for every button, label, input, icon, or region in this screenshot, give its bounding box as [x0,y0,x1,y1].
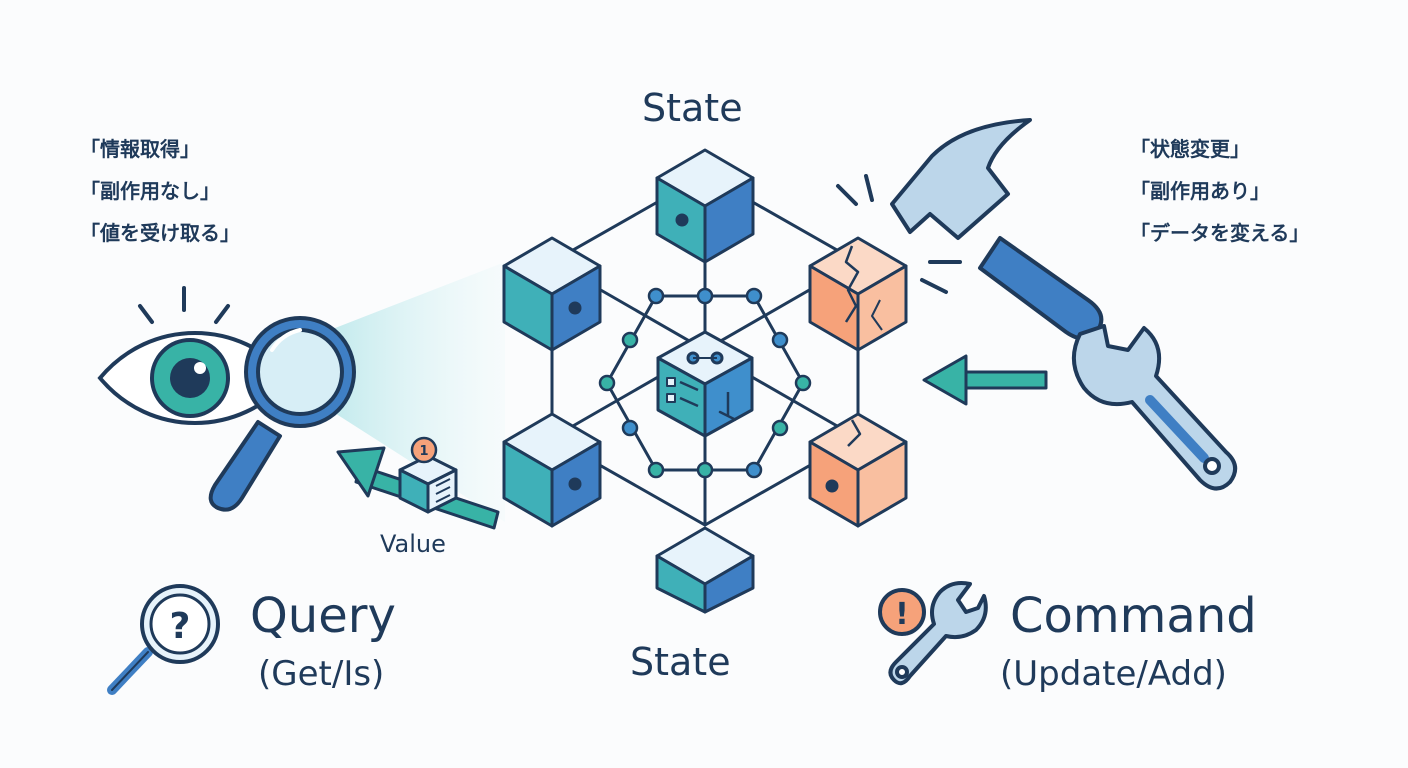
state-cube-upper-left [502,236,602,352]
query-notes: 「情報取得」 「副作用なし」 「値を受け取る」 [80,128,240,254]
command-note-side-effect: 「副作用あり」 [1130,179,1270,203]
query-subtitle: (Get/Is) [258,654,385,694]
command-wrench-icon [888,581,988,686]
command-arrow [922,354,1048,406]
hammer-icon [836,118,1104,341]
svg-text:1: 1 [419,444,428,459]
command-subtitle: (Update/Add) [1000,654,1227,694]
eye-icon [97,286,293,425]
query-note-info: 「情報取得」 [80,137,200,161]
command-note-change-data: 「データを変える」 [1130,221,1310,245]
value-label: Value [380,530,446,558]
core-state-cube [656,330,754,438]
magnifier-icon [208,316,356,512]
command-alert-icon: ! [878,588,926,636]
cracked-cube-lower-right [808,412,908,528]
svg-text:?: ? [170,606,191,647]
state-cube-top [655,148,755,264]
query-title: Query [250,588,396,644]
wrench-icon [1072,324,1238,491]
state-cube-bottom [655,526,755,614]
command-note-state-change: 「状態変更」 [1130,137,1250,161]
value-badge: 1 [410,436,438,464]
command-notes: 「状態変更」 「副作用あり」 「データを変える」 [1130,128,1309,254]
svg-text:!: ! [895,597,909,632]
observation-beam [330,262,505,522]
query-note-no-side-effect: 「副作用なし」 [80,179,220,203]
cracked-cube-upper-right [808,236,908,352]
command-title: Command [1010,588,1257,644]
state-network-nodes [598,287,812,479]
state-cube-lower-left [502,412,602,528]
value-box-icon [398,454,458,514]
query-icon: ? [107,584,220,695]
query-note-receive-value: 「値を受け取る」 [80,221,240,245]
state-label-bottom: State [630,640,731,684]
state-label-top: State [642,86,743,130]
